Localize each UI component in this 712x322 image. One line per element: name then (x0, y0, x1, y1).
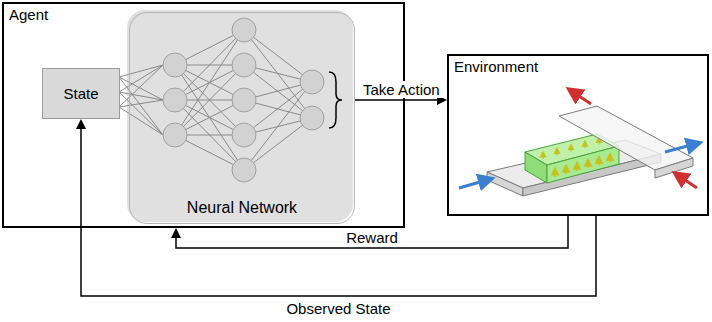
weight-line (175, 30, 244, 135)
panel-fill (127, 10, 353, 222)
flow-arrow (587, 162, 589, 168)
arrow-head (171, 228, 181, 238)
edge-label: Reward (343, 229, 401, 246)
flow-arrow (554, 171, 556, 177)
state-box: State (42, 68, 120, 119)
neuron (163, 53, 187, 77)
weight-line (244, 118, 312, 170)
connector-line (355, 99, 439, 101)
input-line (119, 100, 163, 107)
neuron (163, 88, 187, 112)
neuron (232, 18, 256, 42)
edge-label: Observed State (283, 300, 393, 317)
neuron (163, 123, 187, 147)
agent-box: StateNeural Network Agent (2, 2, 405, 228)
box-heading: Environment (454, 58, 538, 75)
inlet-arrow (459, 180, 487, 188)
neuron (300, 106, 324, 130)
input-line (119, 92, 163, 135)
cross-outlet-arrow (573, 92, 591, 104)
cross-inlet-arrow (679, 176, 697, 188)
neuron (232, 88, 256, 112)
flow-arrow (598, 140, 599, 145)
flow-arrow (584, 143, 585, 148)
node-label: State (63, 85, 98, 102)
neuron (300, 70, 324, 94)
device-illustration (447, 54, 709, 216)
weight-line (175, 65, 244, 170)
chamber-side (525, 152, 547, 183)
input-line (119, 65, 163, 107)
flow-arrow (598, 159, 600, 165)
flow-arrow (609, 157, 611, 163)
upper-slab (559, 106, 693, 170)
weight-line (244, 65, 312, 118)
edge-label: Take Action (360, 81, 443, 98)
environment-box: Environment (447, 54, 709, 216)
flow-arrow (570, 147, 571, 152)
upper-slab-end (655, 158, 693, 178)
flow-arrow (565, 168, 567, 174)
chamber-front (547, 146, 619, 183)
neuron (232, 158, 256, 182)
input-line (119, 65, 163, 92)
flow-arrow (556, 150, 557, 155)
neural-network-panel: Neural Network (129, 12, 355, 224)
outlet-arrow (665, 144, 695, 152)
neuron (232, 53, 256, 77)
neuron (232, 123, 256, 147)
arrow-head (76, 119, 86, 129)
output-brace (329, 72, 342, 128)
lower-slab-side (487, 172, 523, 196)
flow-arrow (576, 165, 578, 171)
node-label: Neural Network (187, 199, 297, 217)
input-line (119, 107, 163, 135)
box-heading: Agent (9, 6, 48, 23)
flow-arrow (542, 154, 543, 159)
weight-line (244, 82, 312, 135)
